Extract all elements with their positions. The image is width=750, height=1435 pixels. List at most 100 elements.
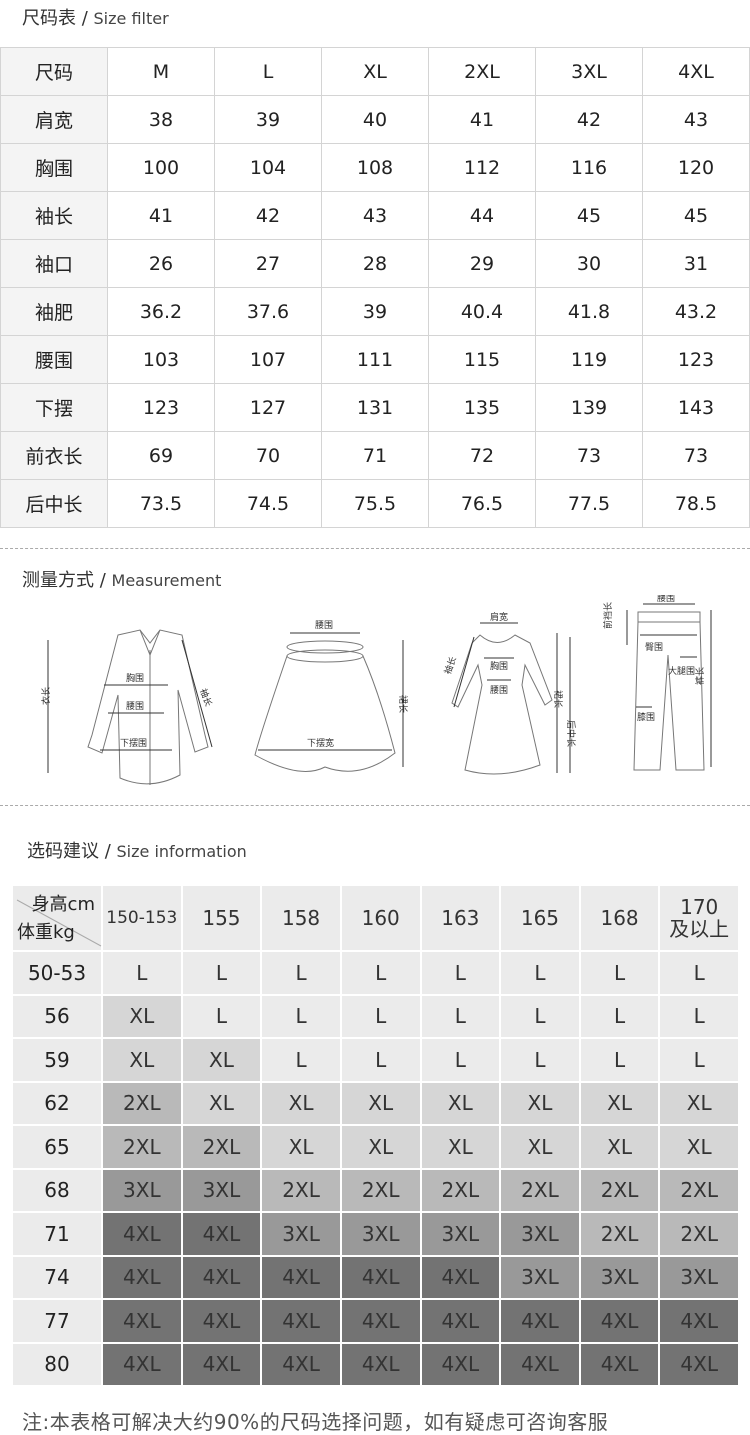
table-cell: 111 bbox=[321, 335, 429, 384]
table-cell: 108 bbox=[321, 143, 429, 192]
weight-label-cell: 80 bbox=[11, 1341, 103, 1387]
size-cell: 2XL bbox=[180, 1124, 263, 1170]
table-cell: 74.5 bbox=[214, 479, 322, 528]
height-header: 170 及以上 bbox=[658, 884, 740, 952]
size-cell: XL bbox=[419, 1080, 502, 1126]
height-header: 168 bbox=[578, 884, 661, 952]
table-cell: 73 bbox=[642, 431, 750, 480]
table-cell: 42 bbox=[535, 95, 643, 144]
svg-text:裙长: 裙长 bbox=[552, 690, 564, 708]
size-cell: L bbox=[578, 950, 661, 996]
table-cell: 37.6 bbox=[214, 287, 322, 336]
table-cell: 72 bbox=[428, 431, 536, 480]
footer-note: 注:本表格可解决大约90%的尺码选择问题，如有疑虑可咨询客服 bbox=[22, 1410, 609, 1434]
weight-label-cell: 50-53 bbox=[11, 950, 103, 996]
height-header: 163 bbox=[419, 884, 502, 952]
svg-text:胸围: 胸围 bbox=[490, 660, 508, 672]
row-label: 下摆 bbox=[0, 383, 108, 432]
size-cell: 2XL bbox=[419, 1167, 502, 1213]
size-cell: 4XL bbox=[101, 1211, 183, 1257]
size-cell: L bbox=[260, 993, 342, 1039]
row-label: 肩宽 bbox=[0, 95, 108, 144]
svg-text:胸围: 胸围 bbox=[126, 672, 144, 684]
table-cell: 135 bbox=[428, 383, 536, 432]
table-cell: 107 bbox=[214, 335, 322, 384]
weight-label-cell: 56 bbox=[11, 993, 103, 1039]
size-cell: L bbox=[180, 950, 263, 996]
svg-text:大腿围: 大腿围 bbox=[668, 665, 695, 677]
size-cell: L bbox=[180, 993, 263, 1039]
weight-label: 体重kg bbox=[17, 922, 75, 943]
svg-text:膝围: 膝围 bbox=[637, 711, 655, 723]
size-cell: L bbox=[339, 1037, 422, 1083]
table-cell: 41 bbox=[107, 191, 215, 240]
table-cell: 29 bbox=[428, 239, 536, 288]
size-cell: XL bbox=[339, 1124, 422, 1170]
size-filter-title: 尺码表 / Size filter bbox=[22, 8, 169, 29]
size-cell: 4XL bbox=[578, 1298, 661, 1344]
size-cell: XL bbox=[499, 1080, 581, 1126]
size-cell: 4XL bbox=[339, 1298, 422, 1344]
table-cell: 103 bbox=[107, 335, 215, 384]
size-cell: 2XL bbox=[578, 1211, 661, 1257]
size-cell: 3XL bbox=[339, 1211, 422, 1257]
weight-label-cell: 71 bbox=[11, 1211, 103, 1257]
size-cell: 2XL bbox=[260, 1167, 342, 1213]
svg-text:下摆宽: 下摆宽 bbox=[307, 737, 334, 749]
size-cell: L bbox=[658, 950, 740, 996]
table-cell: 27 bbox=[214, 239, 322, 288]
row-label: 袖长 bbox=[0, 191, 108, 240]
size-cell: 2XL bbox=[658, 1211, 740, 1257]
size-cell: XL bbox=[419, 1124, 502, 1170]
size-cell: L bbox=[101, 950, 183, 996]
svg-text:下摆围: 下摆围 bbox=[120, 737, 147, 749]
size-cell: 3XL bbox=[180, 1167, 263, 1213]
size-cell: 4XL bbox=[180, 1211, 263, 1257]
header-cell: M bbox=[107, 47, 215, 96]
svg-text:腰围: 腰围 bbox=[126, 701, 144, 712]
table-cell: 112 bbox=[428, 143, 536, 192]
svg-text:后中长: 后中长 bbox=[565, 720, 577, 747]
table-cell: 71 bbox=[321, 431, 429, 480]
svg-text:袖长: 袖长 bbox=[442, 655, 459, 676]
weight-label-cell: 65 bbox=[11, 1124, 103, 1170]
size-cell: 3XL bbox=[578, 1254, 661, 1300]
size-cell: L bbox=[339, 950, 422, 996]
size-cell: XL bbox=[658, 1124, 740, 1170]
svg-text:衣长: 衣长 bbox=[40, 687, 52, 705]
size-cell: 4XL bbox=[180, 1341, 263, 1387]
table-cell: 119 bbox=[535, 335, 643, 384]
row-label: 后中长 bbox=[0, 479, 108, 528]
size-cell: 2XL bbox=[101, 1124, 183, 1170]
pants-diagram: 腰围 臀围 大腿围 膝围 前裆长 裤长 bbox=[602, 595, 712, 771]
header-cell: 2XL bbox=[428, 47, 536, 96]
row-label: 胸围 bbox=[0, 143, 108, 192]
size-cell: 4XL bbox=[260, 1341, 342, 1387]
table-cell: 36.2 bbox=[107, 287, 215, 336]
header-cell: XL bbox=[321, 47, 429, 96]
size-cell: 4XL bbox=[578, 1341, 661, 1387]
table-cell: 73 bbox=[535, 431, 643, 480]
height-header: 165 bbox=[499, 884, 581, 952]
table-cell: 76.5 bbox=[428, 479, 536, 528]
size-cell: L bbox=[578, 993, 661, 1039]
table-cell: 78.5 bbox=[642, 479, 750, 528]
divider bbox=[0, 805, 750, 806]
table-cell: 42 bbox=[214, 191, 322, 240]
size-cell: L bbox=[419, 1037, 502, 1083]
size-cell: XL bbox=[658, 1080, 740, 1126]
table-cell: 123 bbox=[107, 383, 215, 432]
size-cell: L bbox=[499, 950, 581, 996]
size-cell: L bbox=[658, 1037, 740, 1083]
size-cell: 4XL bbox=[180, 1298, 263, 1344]
table-cell: 139 bbox=[535, 383, 643, 432]
